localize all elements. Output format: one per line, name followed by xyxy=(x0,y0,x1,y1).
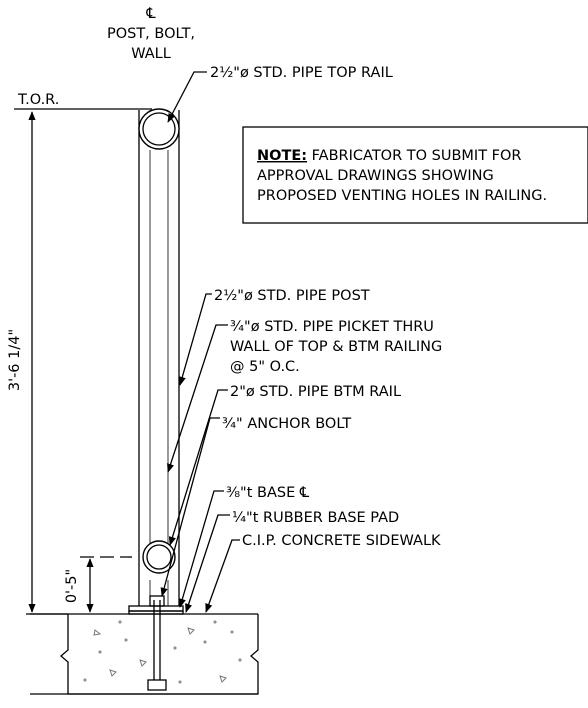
callout-sidewalk: C.I.P. CONCRETE SIDEWALK xyxy=(205,533,441,613)
anchor-bolt-label: ¾" ANCHOR BOLT xyxy=(222,416,351,432)
svg-text:NOTE: FABRICATOR TO SUBMIT FOR: NOTE: FABRICATOR TO SUBMIT FOR xyxy=(257,148,522,164)
concrete-speckle xyxy=(83,620,242,684)
centerline-line1: POST, BOLT, xyxy=(107,26,195,42)
note-heading: NOTE: xyxy=(257,148,307,164)
railing-post xyxy=(138,110,180,606)
height-total-label: 3'-6 1/4" xyxy=(7,329,23,391)
top-rail-label: 2½"ø STD. PIPE TOP RAIL xyxy=(210,65,393,81)
centerline-label: ℄ POST, BOLT, WALL xyxy=(107,6,195,62)
note-line1: FABRICATOR TO SUBMIT FOR xyxy=(307,148,521,164)
rubber-base-pad xyxy=(128,610,184,615)
base-plate xyxy=(128,605,184,612)
anchor-bolt xyxy=(147,595,167,691)
note-line2: APPROVAL DRAWINGS SHOWING xyxy=(257,168,494,184)
picket-line2: WALL OF TOP & BTM RAILING xyxy=(230,339,442,355)
concrete-sidewalk xyxy=(30,613,259,695)
sidewalk-label: C.I.P. CONCRETE SIDEWALK xyxy=(242,533,441,549)
callout-btm-rail: 2"ø STD. PIPE BTM RAIL xyxy=(168,384,401,546)
centerline-symbol: ℄ xyxy=(145,6,156,22)
btm-rail-dimension: 0'-5" xyxy=(64,556,132,613)
callout-base-plate: ⅜"t BASE ℄ xyxy=(178,485,310,608)
rubber-pad-label: ¼"t RUBBER BASE PAD xyxy=(232,510,399,526)
top-rail-section xyxy=(138,108,180,150)
picket-line3: @ 5" O.C. xyxy=(230,359,300,375)
callout-post: 2½"ø STD. PIPE POST xyxy=(178,288,370,386)
callout-picket: ¾"ø STD. PIPE PICKET THRU WALL OF TOP & … xyxy=(167,319,442,473)
callout-top-rail: 2½"ø STD. PIPE TOP RAIL xyxy=(167,65,393,123)
callout-anchor-bolt: ¾" ANCHOR BOLT xyxy=(160,416,351,597)
bottom-rail-section xyxy=(142,540,176,574)
callout-rubber-pad: ¼"t RUBBER BASE PAD xyxy=(185,510,399,613)
picket-line1: ¾"ø STD. PIPE PICKET THRU xyxy=(230,319,434,335)
fabricator-note: NOTE: FABRICATOR TO SUBMIT FOR APPROVAL … xyxy=(242,126,588,224)
tor-dimension: T.O.R. 3'-6 1/4" xyxy=(7,92,152,615)
base-plate-label: ⅜"t BASE ℄ xyxy=(226,485,310,501)
tor-label: T.O.R. xyxy=(17,92,59,108)
height-btm-label: 0'-5" xyxy=(64,569,80,603)
btm-rail-label: 2"ø STD. PIPE BTM RAIL xyxy=(230,384,401,400)
post-label: 2½"ø STD. PIPE POST xyxy=(214,288,370,304)
note-line3: PROPOSED VENTING HOLES IN RAILING. xyxy=(257,188,547,204)
centerline-line2: WALL xyxy=(131,46,171,62)
